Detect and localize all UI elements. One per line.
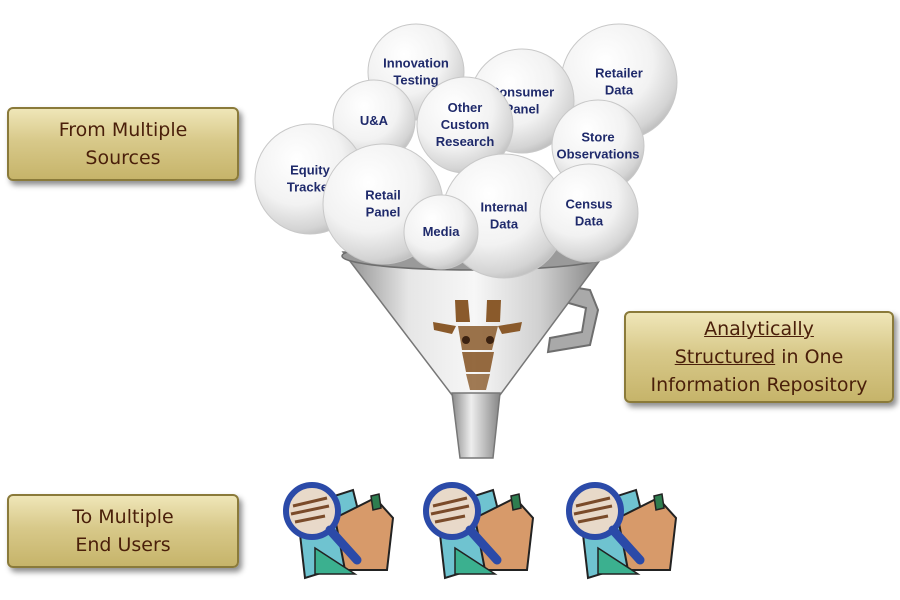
magnifier-lines bbox=[430, 496, 470, 524]
repository-label-line-2-rest: in One bbox=[775, 346, 844, 368]
source-ball-label: Data bbox=[575, 214, 604, 229]
source-ball-label: Media bbox=[423, 224, 461, 239]
end-user-icon-1 bbox=[283, 482, 395, 580]
source-ball-label: Custom bbox=[441, 117, 489, 132]
source-ball-label: Consumer bbox=[490, 85, 554, 100]
repository-label-line-1: Analytically bbox=[704, 318, 814, 340]
document-corner bbox=[454, 546, 498, 575]
sources-label-line-2: Sources bbox=[85, 147, 161, 169]
repository-label-line-3: Information Repository bbox=[650, 374, 868, 396]
source-ball-label: Innovation bbox=[383, 56, 449, 71]
end-user-icon-3 bbox=[566, 482, 678, 580]
giraffe-logo bbox=[433, 300, 522, 390]
users-label-line-2: End Users bbox=[75, 534, 171, 556]
source-ball-label: Retailer bbox=[595, 66, 643, 81]
end-user-icon-2 bbox=[423, 482, 535, 580]
magnifier-lines bbox=[573, 496, 613, 524]
source-ball-label: Other bbox=[448, 100, 483, 115]
document-corner bbox=[597, 546, 641, 575]
users-label-line-1: To Multiple bbox=[72, 506, 174, 528]
pen-icon bbox=[653, 493, 665, 511]
document-corner bbox=[314, 546, 358, 575]
source-ball-label: Store bbox=[581, 130, 614, 145]
repository-label-box: Analytically Structured in One Informati… bbox=[624, 311, 894, 403]
end-users-group bbox=[283, 482, 678, 580]
sources-label-box: From Multiple Sources bbox=[7, 107, 239, 181]
magnifier-handle bbox=[325, 525, 362, 565]
source-ball-label: Testing bbox=[393, 73, 438, 88]
source-ball-media: Media bbox=[403, 194, 479, 270]
source-ball-ua: U&A bbox=[332, 79, 416, 163]
source-ball-label: Census bbox=[566, 197, 613, 212]
source-ball-circle bbox=[539, 163, 639, 263]
sources-label-line-1: From Multiple bbox=[58, 119, 188, 141]
magnifier-lines bbox=[290, 496, 330, 524]
source-ball-label: Internal bbox=[481, 200, 528, 215]
source-ball-label: Retail bbox=[365, 188, 400, 203]
source-ball-label: Panel bbox=[366, 205, 401, 220]
source-ball-label: Research bbox=[436, 134, 495, 149]
magnifier-handle bbox=[608, 525, 645, 565]
source-ball-label: U&A bbox=[360, 113, 389, 128]
funnel-spout bbox=[451, 392, 501, 459]
source-ball-label: Data bbox=[490, 217, 519, 232]
magnifier-handle bbox=[465, 525, 502, 565]
source-ball-label: Equity bbox=[290, 163, 330, 178]
pen-icon bbox=[370, 493, 382, 511]
source-ball-label: Panel bbox=[505, 102, 540, 117]
source-ball-label: Data bbox=[605, 83, 634, 98]
source-ball-circle bbox=[403, 194, 479, 270]
source-ball-label: Tracker bbox=[287, 180, 333, 195]
source-ball-label: Observations bbox=[556, 147, 639, 162]
funnel-cone bbox=[341, 251, 608, 396]
repository-label-line-2-underlined: Structured bbox=[674, 346, 776, 368]
pen-icon bbox=[510, 493, 522, 511]
users-label-box: To Multiple End Users bbox=[7, 494, 239, 568]
funnel-handle bbox=[546, 283, 600, 354]
